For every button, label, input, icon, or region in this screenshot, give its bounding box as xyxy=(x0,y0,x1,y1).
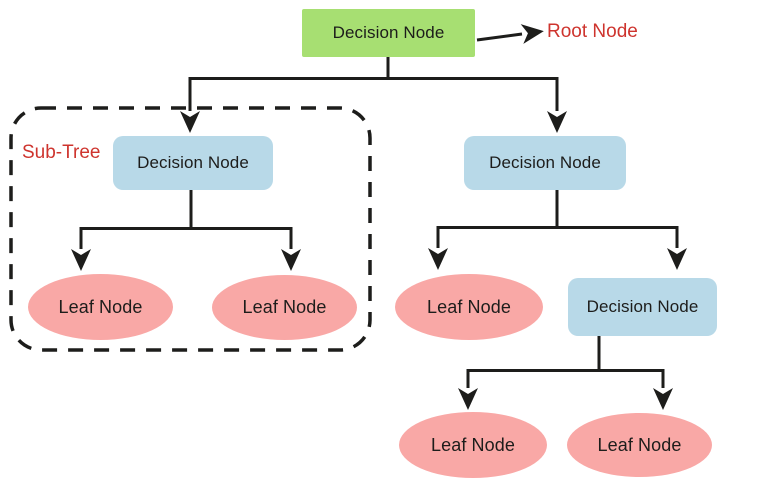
right-decision-node: Decision Node xyxy=(464,136,626,190)
right-branch-connector xyxy=(428,190,687,270)
left-decision-node: Decision Node xyxy=(113,136,273,190)
nested-branch-connector xyxy=(458,336,673,410)
left-leaf-node-1: Leaf Node xyxy=(28,274,173,340)
nested-decision-node: Decision Node xyxy=(568,278,717,336)
root-decision-node: Decision Node xyxy=(302,9,475,57)
root-annotation-arrow xyxy=(476,24,544,44)
left-branch-connector xyxy=(71,190,301,271)
root-branch-connector xyxy=(180,57,567,133)
nested-leaf-node-2: Leaf Node xyxy=(567,413,712,477)
nested-leaf-node-1: Leaf Node xyxy=(399,412,547,478)
right-leaf-node: Leaf Node xyxy=(395,274,543,340)
left-leaf-node-2: Leaf Node xyxy=(212,275,357,340)
root-node-annotation: Root Node xyxy=(547,21,638,42)
subtree-annotation: Sub-Tree xyxy=(22,142,101,163)
